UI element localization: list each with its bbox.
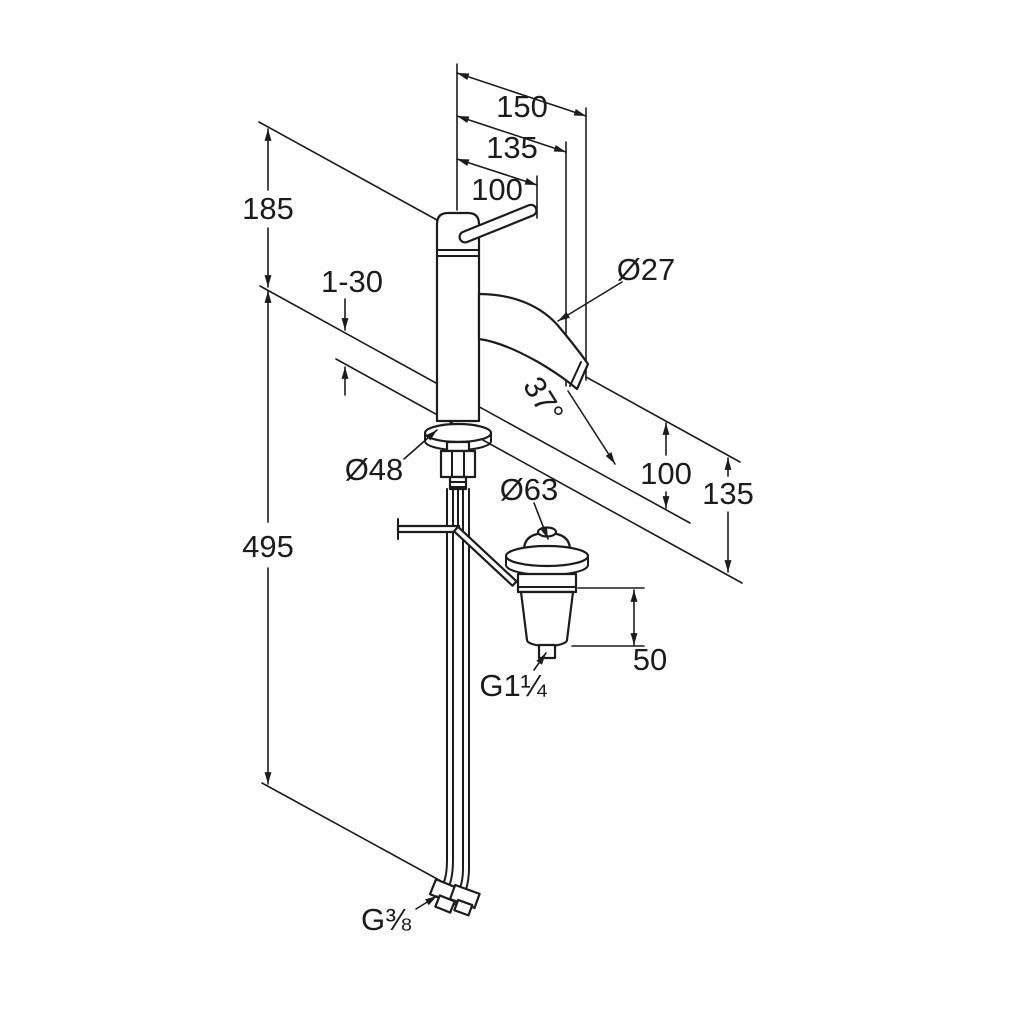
leader-g114: [533, 652, 547, 671]
aerator-line: [569, 361, 582, 387]
waste-body: [519, 590, 575, 648]
deck-underside-plane: [335, 358, 743, 584]
stream-angle-arrow: [567, 390, 616, 465]
label-100-right: 100: [640, 456, 692, 491]
leader-dia63: [533, 502, 549, 540]
mounting-nut-facets: [451, 450, 465, 478]
leader-g38: [415, 895, 438, 910]
label-dia27: Ø27: [617, 252, 676, 287]
thread-lines: [449, 481, 467, 488]
label-g114: G1¼: [479, 668, 547, 703]
popup-lever-rod: [396, 524, 461, 534]
faucet: [423, 203, 590, 491]
faucet-spout: [477, 292, 590, 391]
label-100-top: 100: [471, 172, 523, 207]
faucet-cap-seam: [436, 249, 480, 257]
dimension-labels: 150 135 100 185 1-30 Ø27 37° Ø48 100 135…: [242, 89, 754, 937]
label-150: 150: [496, 89, 548, 124]
dimension-lines: [264, 72, 732, 910]
label-dia48: Ø48: [345, 452, 404, 487]
label-1-30: 1-30: [321, 264, 383, 299]
dim-line-150: [456, 72, 587, 117]
popup-link-rod: [452, 525, 518, 587]
label-495: 495: [242, 529, 294, 564]
label-37deg: 37°: [516, 371, 571, 429]
base-shank: [445, 440, 471, 453]
spout-outlet-plane: [585, 376, 741, 463]
faucet-lever-handle: [458, 203, 538, 244]
label-135-top: 135: [486, 130, 538, 165]
label-dia63: Ø63: [500, 472, 559, 507]
hose-right: [457, 488, 470, 896]
leader-dia48: [403, 429, 438, 460]
base-rosette: [423, 422, 493, 444]
waste-locknut: [516, 572, 578, 594]
label-50: 50: [633, 642, 667, 677]
label-135-right: 135: [702, 476, 754, 511]
faucet-body: [435, 211, 481, 423]
supply-hoses: [428, 488, 481, 917]
dim-line-100-top: [456, 158, 538, 186]
ext-height-top: [258, 121, 438, 221]
ext-hose-end: [261, 782, 451, 887]
hose-right-connector-stub: [453, 898, 474, 917]
label-185: 185: [242, 191, 294, 226]
hose-left: [439, 488, 454, 893]
waste-tailpiece: [537, 643, 557, 660]
dim-line-135-top: [456, 115, 567, 153]
mounting-nut: [439, 449, 477, 479]
label-g38: G⅜: [361, 902, 411, 937]
waste-flange: [504, 544, 590, 568]
leader-dia27: [557, 281, 623, 322]
popup-linkage: [396, 488, 518, 587]
popup-waste: [504, 526, 590, 660]
